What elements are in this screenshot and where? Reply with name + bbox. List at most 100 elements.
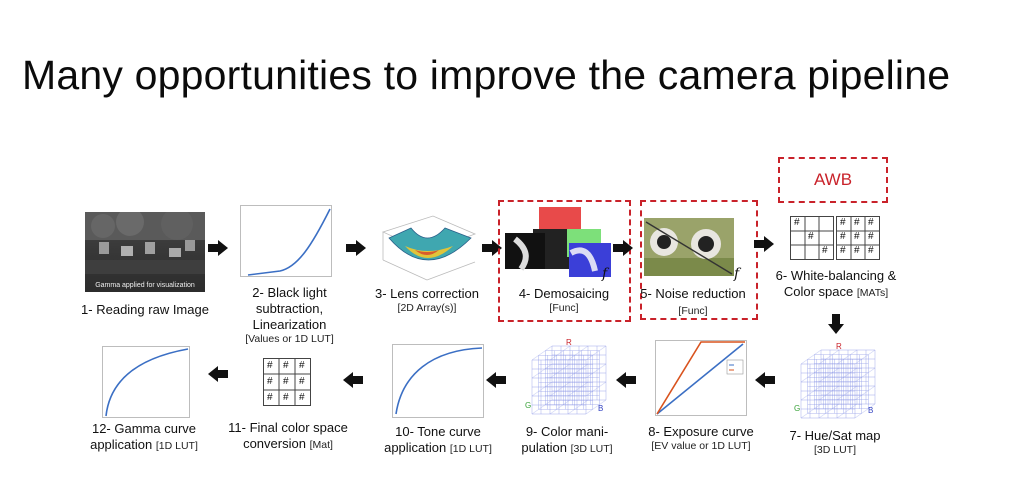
stage-7-label: 7- Hue/Sat map [3D LUT] (780, 428, 890, 457)
lut-grid-line (549, 399, 571, 415)
stage-3-surface-plot (381, 215, 477, 281)
mat11-cell: # (283, 360, 289, 371)
lut-grid-line (818, 349, 840, 365)
exposure-curve-linear (656, 343, 744, 415)
stage-3-label: 3- Lens correction [2D Array(s)] (362, 286, 492, 315)
tone-curve (395, 347, 483, 415)
stage-2-sub: [Values or 1D LUT] (245, 333, 334, 345)
stage-8-sub: [EV value or 1D LUT] (651, 440, 751, 452)
mat11-cell: # (299, 360, 305, 371)
stage-9-label-line-2-text: pulation (521, 440, 567, 455)
stage-6-label-line-2: Color space [MATs] (770, 284, 902, 300)
lut-grid-line (800, 385, 822, 401)
arrow-left-11 (208, 366, 228, 382)
mat6b-cell: # (840, 231, 846, 242)
stage-12-gamma-plot (102, 346, 190, 418)
stage-5-label-line: 5- Noise reduction (640, 286, 746, 301)
lut-grid-line (818, 367, 840, 383)
stage-10-label-line-2: application [1D LUT] (372, 440, 504, 456)
lut-grid-line (531, 363, 553, 379)
stage-4-channel-stack (505, 207, 611, 277)
mat6b-cell: # (854, 245, 860, 256)
stage-9-label-line-2: pulation [3D LUT] (512, 440, 622, 456)
stage-5-sub: [Func] (678, 305, 708, 317)
lut-grid-line (549, 345, 571, 361)
mat11-cell: # (283, 376, 289, 387)
mat11-cell: # (267, 376, 273, 387)
lut-grid-line (800, 367, 822, 383)
stage-12-label-line-2: application [1D LUT] (78, 437, 210, 453)
lut-grid-line (585, 399, 607, 415)
mat6b-cell: # (868, 245, 874, 256)
stage-11-label-line-1: 11- Final color space (228, 420, 348, 435)
stage-4-highlight-box (498, 200, 631, 322)
stage-5-label: 5- Noise reduction [Func] (630, 286, 756, 318)
stage-8-label: 8- Exposure curve [EV value or 1D LUT] (636, 424, 766, 453)
mat6a-cell: # (822, 245, 828, 256)
lut-grid-line (531, 399, 553, 415)
mat11-cell: # (299, 392, 305, 403)
stage-12-label-line-1: 12- Gamma curve (91, 421, 197, 436)
lut-grid-line (531, 381, 553, 397)
lut-grid-line (854, 367, 876, 383)
mat11-cell: # (267, 360, 273, 371)
stage-11-label: 11- Final color space conversion [Mat] (222, 420, 354, 452)
stage-9-axis-g: G (525, 401, 532, 410)
raw-image-scene (85, 212, 205, 274)
stage-10-label-line-2-text: application (384, 440, 447, 455)
awb-label: AWB (813, 170, 853, 189)
stage-11-sub: [Mat] (309, 439, 333, 451)
arrow-left-10 (343, 372, 363, 388)
lut-grid-line (854, 385, 876, 401)
lut-grid-line (836, 385, 858, 401)
arrow-right-1 (208, 240, 228, 256)
stage-9-lut-cube (531, 345, 607, 415)
exposure-legend (726, 359, 744, 375)
stage-7-lut-cube (800, 349, 876, 419)
stage-7-label-line: 7- Hue/Sat map (789, 428, 881, 443)
stage-5-noise-image (644, 218, 734, 276)
stage-2-label-line-2: Linearization (252, 317, 327, 332)
stage-9-axis-b: B (598, 404, 604, 413)
lut-grid-line (549, 363, 571, 379)
lut-grid-line (800, 349, 822, 365)
lut-grid-line (567, 345, 589, 361)
arrow-down-6 (828, 314, 844, 334)
lut-grid-line (585, 381, 607, 397)
lut-grid-line (567, 363, 589, 379)
stage-6-label: 6- White-balancing & Color space [MATs] (770, 268, 902, 300)
stage-5-highlight-box (640, 200, 758, 320)
mat6b-cell: # (840, 245, 846, 256)
stage-12-label-line-2-text: application (90, 437, 153, 452)
stage-6-label-line-2-text: Color space (783, 284, 854, 299)
stage-5-func-symbol: f (734, 266, 740, 282)
stage-4-label: 4- Demosaicing [Func] (500, 286, 628, 315)
mat11-cell: # (283, 392, 289, 403)
stage-1-thumb-caption: Gamma applied for visualization (95, 282, 195, 289)
stage-3-label-line: 3- Lens correction (374, 286, 480, 301)
arrow-left-8 (616, 372, 636, 388)
mat6a-cell: # (794, 217, 800, 228)
stage-6-label-line-1: 6- White-balancing & (775, 268, 897, 283)
stage-9-label-line-1: 9- Color mani- (525, 424, 609, 439)
lut-grid-line (854, 349, 876, 365)
stage-7-sub: [3D LUT] (813, 444, 856, 456)
arrow-left-7 (755, 372, 775, 388)
stage-12-label: 12- Gamma curve application [1D LUT] (78, 421, 210, 453)
stage-9-label: 9- Color mani- pulation [3D LUT] (512, 424, 622, 456)
stage-4-func-symbol: f (602, 266, 608, 282)
lut-grid-line (549, 381, 571, 397)
mat6b-cell: # (854, 231, 860, 242)
stage-6-sub: [MATs] (856, 287, 889, 299)
linearization-curve (247, 208, 331, 276)
slide-title: Many opportunities to improve the camera… (22, 52, 951, 98)
stage-11-label-line-2: conversion [Mat] (222, 436, 354, 452)
mat6a-cell: # (808, 231, 814, 242)
stage-4-sub: [Func] (549, 302, 579, 314)
mat6b-cell: # (868, 217, 874, 228)
stage-2-label-line-1: 2- Black light subtraction, (252, 285, 327, 316)
stage-8-label-line: 8- Exposure curve (648, 424, 754, 439)
stage-4-label-line: 4- Demosaicing (518, 286, 610, 301)
arrow-right-4 (613, 240, 633, 256)
stage-10-label: 10- Tone curve application [1D LUT] (372, 424, 504, 456)
